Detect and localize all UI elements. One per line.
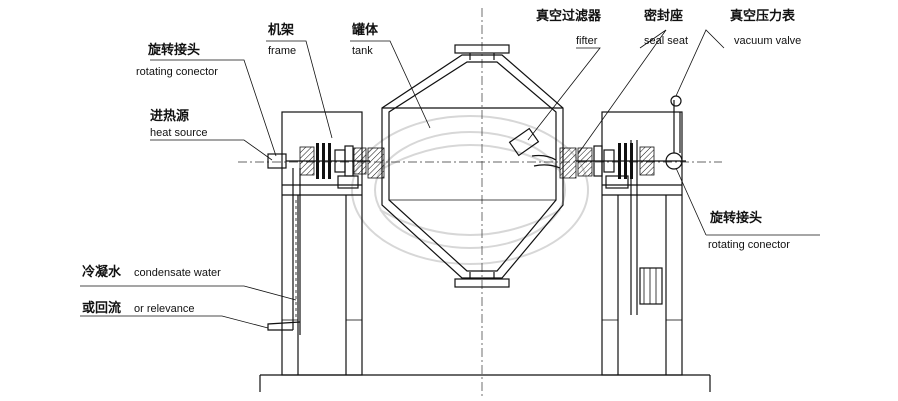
seal-cn: 密封座 <box>643 8 683 24</box>
condensate-en: condensate water <box>134 267 221 279</box>
leader-heat <box>150 139 273 161</box>
frame-en: frame <box>268 45 296 57</box>
frame-cn: 机架 <box>268 22 294 38</box>
leader-tank <box>350 40 431 129</box>
leader-condensate <box>80 285 297 301</box>
rotating-right-en: rotating conector <box>708 239 790 251</box>
right-support-frame <box>601 111 683 376</box>
watermark-logo <box>351 115 589 265</box>
base-frame <box>259 374 711 392</box>
left-rotating-connector <box>267 143 370 189</box>
condensate-pipe <box>267 168 301 335</box>
leader-gauge <box>675 29 725 97</box>
leader-seal <box>577 29 667 155</box>
return-cn: 或回流 <box>82 300 121 316</box>
seal-en: seal seat <box>644 35 688 47</box>
tank-cn: 罐体 <box>351 22 379 38</box>
gauge-cn: 真空压力表 <box>730 8 796 24</box>
leader-filter <box>527 47 601 141</box>
leader-return <box>80 315 269 329</box>
tank-en: tank <box>352 45 373 57</box>
drive-motor <box>630 140 663 315</box>
leader-rotating-right-diag <box>675 167 707 236</box>
return-en: or relevance <box>134 303 195 315</box>
filter-cn: 真空过滤器 <box>536 8 602 24</box>
rotating-right-cn: 旋转接头 <box>709 210 762 226</box>
rotating-left-en: rotating conector <box>136 66 218 78</box>
condensate-cn: 冷凝水 <box>82 264 122 280</box>
tank-body <box>367 44 577 288</box>
leader-frame <box>266 40 333 139</box>
leader-rotating-left <box>150 59 277 157</box>
gauge-en: vacuum valve <box>734 35 801 47</box>
heat-en: heat source <box>150 127 207 139</box>
vacuum-filter <box>508 127 561 169</box>
left-support-frame <box>281 111 363 376</box>
filter-en: fifter <box>576 35 598 47</box>
heat-cn: 进热源 <box>150 108 189 124</box>
rotating-left-cn: 旋转接头 <box>147 42 200 58</box>
